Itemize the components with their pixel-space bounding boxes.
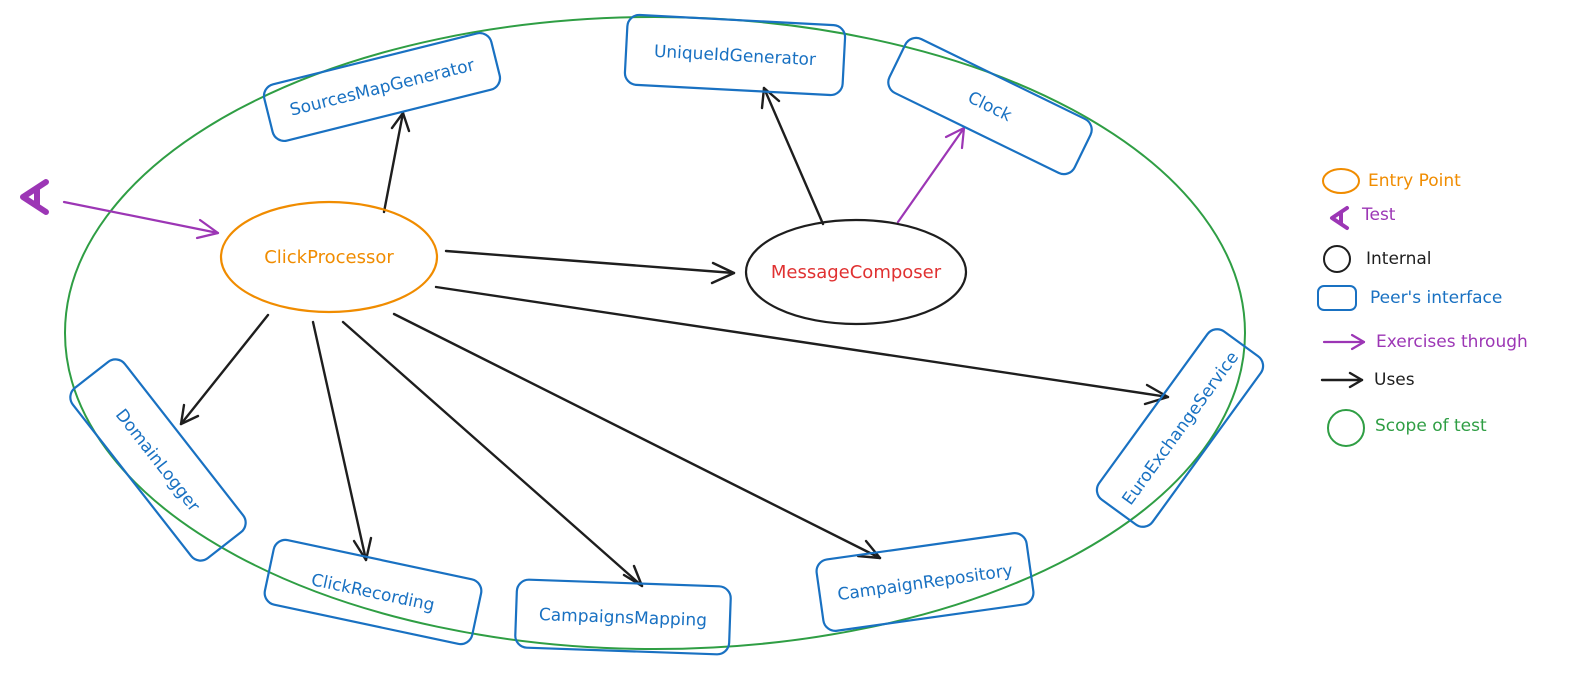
legend-peer-interface-label: Peer's interface: [1370, 288, 1502, 308]
edge-clickprocessor-to-campaignrepository: [392, 312, 882, 560]
legend-entry-point: Entry Point: [1322, 168, 1461, 194]
legend-test-label: Test: [1361, 205, 1396, 225]
legend-scope-of-test-label: Scope of test: [1375, 416, 1487, 436]
sourcesmapgenerator-node: SourcesMapGenerator: [262, 32, 502, 142]
edge-clickprocessor-to-euroexchangeservice: [434, 285, 1170, 406]
edge-messagecomposer-to-clock: [896, 126, 966, 224]
uniqueidgenerator-node: UniqueIdGenerator: [623, 13, 847, 97]
test-actor-icon: [20, 179, 49, 215]
clickprocessor-label: ClickProcessor: [264, 247, 394, 268]
green-circle-icon: [1327, 409, 1365, 447]
edge-messagecomposer-to-uniqueidgenerator: [760, 86, 825, 226]
legend-test: Test: [1330, 205, 1396, 230]
messagecomposer-label: MessageComposer: [771, 262, 942, 283]
edge-clickprocessor-to-messagecomposer: [444, 249, 736, 285]
campaignrepository-label: CampaignRepository: [836, 561, 1014, 605]
legend-internal: Internal: [1323, 245, 1432, 273]
clock-label: Clock: [964, 88, 1014, 126]
edge-clickprocessor-to-sourcesmapgenerator: [382, 111, 411, 214]
domainlogger-label: DomainLogger: [111, 405, 203, 515]
legend-uses: Uses: [1320, 370, 1415, 390]
sourcesmapgenerator-label: SourcesMapGenerator: [288, 55, 477, 120]
legend-scope-of-test: Scope of test: [1327, 409, 1487, 447]
legend-uses-label: Uses: [1374, 370, 1415, 390]
clickrecording-label: ClickRecording: [309, 570, 436, 616]
legend: Entry Point Test Internal Peer's interfa…: [1317, 168, 1528, 447]
black-circle-icon: [1323, 245, 1351, 273]
uniqueidgenerator-label: UniqueIdGenerator: [653, 42, 816, 70]
test-scope-boundary: [64, 16, 1246, 650]
domainlogger-node: DomainLogger: [69, 358, 247, 562]
legend-internal-label: Internal: [1366, 249, 1432, 269]
edge-test-to-clickprocessor: [62, 200, 220, 240]
legend-peer-interface: Peer's interface: [1317, 285, 1502, 311]
edge-clickprocessor-to-domainlogger: [179, 313, 270, 426]
euroexchangeservice-node: EuroExchangeService: [1095, 328, 1265, 528]
edge-clickprocessor-to-clickrecording: [311, 320, 373, 562]
legend-entry-point-label: Entry Point: [1368, 171, 1461, 191]
legend-exercises-through: Exercises through: [1322, 332, 1528, 352]
edge-clickprocessor-to-campaignsmapping: [341, 320, 644, 588]
campaignrepository-node: CampaignRepository: [815, 532, 1035, 632]
orange-circle-icon: [1322, 168, 1360, 194]
test-glyph-icon: [1330, 206, 1349, 230]
blue-rounded-rect-icon: [1317, 285, 1357, 311]
legend-exercises-through-label: Exercises through: [1376, 332, 1528, 352]
clickprocessor-node: ClickProcessor: [219, 200, 439, 314]
black-arrow-icon: [1320, 371, 1364, 389]
campaignsmapping-label: CampaignsMapping: [539, 605, 708, 631]
purple-arrow-icon: [1322, 333, 1366, 351]
messagecomposer-node: MessageComposer: [744, 218, 968, 326]
